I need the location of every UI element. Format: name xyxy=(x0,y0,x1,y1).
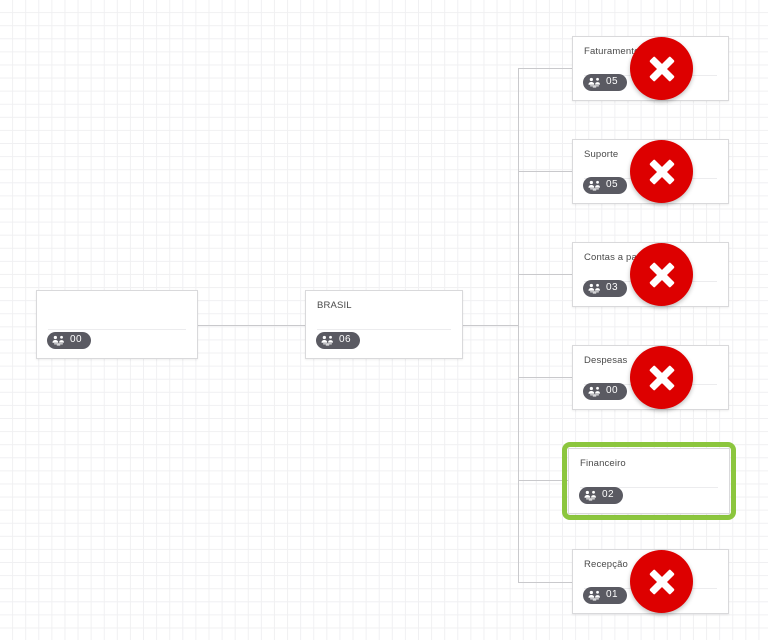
group-people-icon xyxy=(321,335,334,346)
member-count-value: 02 xyxy=(602,489,614,500)
member-count-badge[interactable]: 02 xyxy=(579,487,623,504)
connector-branch-0 xyxy=(518,68,572,69)
group-people-icon xyxy=(588,180,601,191)
connector-branch-1 xyxy=(518,171,572,172)
member-count-value: 03 xyxy=(606,282,618,293)
org-node-title: BRASIL xyxy=(317,300,352,311)
member-count-value: 00 xyxy=(606,385,618,396)
member-count-value: 01 xyxy=(606,589,618,600)
red-x-circle-icon[interactable] xyxy=(630,140,693,203)
group-people-icon xyxy=(588,77,601,88)
member-count-badge[interactable]: 05 xyxy=(583,74,627,91)
group-people-icon xyxy=(588,590,601,601)
connector-branch-4 xyxy=(518,480,568,481)
member-count-value: 06 xyxy=(339,334,351,345)
node-divider xyxy=(48,329,186,330)
org-node-title: Contas a pagar xyxy=(584,252,652,263)
member-count-badge[interactable]: 00 xyxy=(583,383,627,400)
group-people-icon xyxy=(584,490,597,501)
connector-root-to-brasil xyxy=(198,325,305,326)
member-count-badge[interactable]: 03 xyxy=(583,280,627,297)
org-node-title: Financeiro xyxy=(580,458,626,469)
member-count-badge[interactable]: 00 xyxy=(47,332,91,349)
connector-trunk xyxy=(518,68,519,582)
org-node-root[interactable]: 00 xyxy=(36,290,198,359)
org-node-title: Suporte xyxy=(584,149,619,160)
group-people-icon xyxy=(588,386,601,397)
org-node-financeiro[interactable]: Financeiro 02 xyxy=(568,448,730,514)
connector-branch-3 xyxy=(518,377,572,378)
member-count-badge[interactable]: 01 xyxy=(583,587,627,604)
org-node-title: Faturamento xyxy=(584,46,640,57)
org-node-title: Recepção xyxy=(584,559,628,570)
member-count-value: 05 xyxy=(606,76,618,87)
connector-brasil-to-trunk xyxy=(463,325,518,326)
connector-branch-2 xyxy=(518,274,572,275)
member-count-badge[interactable]: 06 xyxy=(316,332,360,349)
red-x-circle-icon[interactable] xyxy=(630,243,693,306)
org-node-brasil[interactable]: BRASIL 06 xyxy=(305,290,463,359)
red-x-circle-icon[interactable] xyxy=(630,346,693,409)
group-people-icon xyxy=(52,335,65,346)
red-x-circle-icon[interactable] xyxy=(630,37,693,100)
org-node-title: Despesas xyxy=(584,355,628,366)
node-divider xyxy=(580,487,718,488)
connector-branch-5 xyxy=(518,582,572,583)
member-count-value: 00 xyxy=(70,334,82,345)
red-x-circle-icon[interactable] xyxy=(630,550,693,613)
member-count-value: 05 xyxy=(606,179,618,190)
node-divider xyxy=(317,329,451,330)
member-count-badge[interactable]: 05 xyxy=(583,177,627,194)
group-people-icon xyxy=(588,283,601,294)
